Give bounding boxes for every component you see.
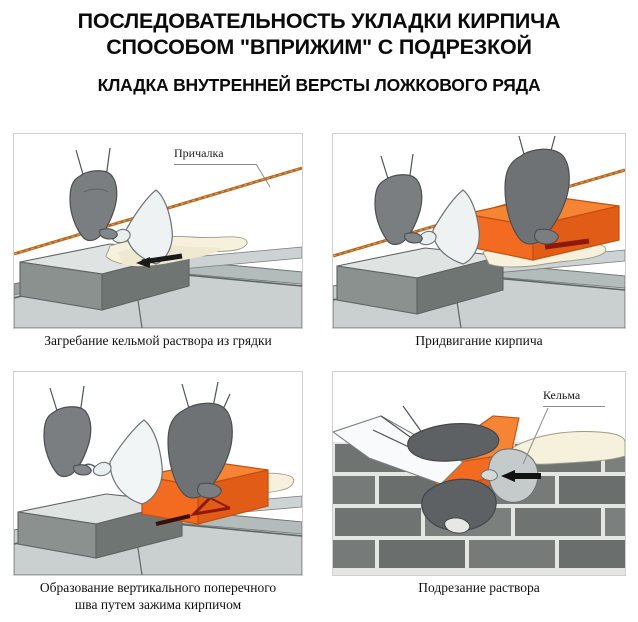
annotation-leader-line bbox=[522, 407, 549, 465]
illustration-trimming-mortar bbox=[333, 405, 625, 575]
direction-arrow-icon bbox=[136, 253, 183, 268]
gloved-hand-icon bbox=[43, 385, 92, 478]
direction-arrow-icon bbox=[544, 238, 590, 250]
gloved-hand-icon bbox=[421, 478, 497, 534]
panel-1-figure: Причалка bbox=[13, 133, 303, 329]
page-title: ПОСЛЕДОВАТЕЛЬНОСТЬ УКЛАДКИ КИРПИЧА СПОСО… bbox=[0, 8, 638, 96]
direction-arrow-icon bbox=[501, 470, 541, 482]
gloved-hand-icon bbox=[372, 405, 500, 462]
panel-3-caption-line-1: Образование вертикального поперечного bbox=[39, 580, 277, 595]
gloved-hand-icon bbox=[504, 135, 570, 245]
panel-1-caption: Загребание кельмой раствора из грядки bbox=[44, 333, 272, 348]
panel-2-caption: Придвигание кирпича bbox=[415, 333, 543, 348]
annotation-kelma: Кельма bbox=[543, 388, 581, 402]
panel-4-caption: Подрезание раствора bbox=[418, 580, 540, 595]
gloved-hand-icon bbox=[69, 147, 118, 242]
panel-1: Причалка Загребание кельмой раствора из … bbox=[13, 133, 303, 355]
trowel-icon bbox=[81, 419, 163, 505]
annotation-underline bbox=[543, 406, 605, 407]
panel-2: Придвигание кирпича bbox=[332, 133, 626, 355]
panel-3-caption-line-2: шва путем зажима кирпичом bbox=[74, 597, 242, 612]
annotation-leader-line bbox=[255, 163, 271, 188]
panel-3-figure bbox=[13, 371, 303, 576]
gray-brick-icon bbox=[19, 243, 190, 311]
trowel-icon bbox=[406, 189, 480, 265]
panel-4-figure: Кельма bbox=[332, 371, 626, 576]
gloved-hand-icon bbox=[167, 381, 233, 499]
illustration-pushing-brick bbox=[333, 135, 625, 328]
figure-grid: Причалка Загребание кельмой раствора из … bbox=[0, 133, 638, 622]
panel-3-caption: Образование вертикального поперечного шв… bbox=[13, 579, 303, 613]
title-line-1: ПОСЛЕДОВАТЕЛЬНОСТЬ УКЛАДКИ КИРПИЧА bbox=[77, 9, 561, 33]
panel-2-figure bbox=[332, 133, 626, 329]
annotation-prichalka: Причалка bbox=[174, 146, 224, 160]
direction-arrow-icon bbox=[155, 496, 231, 526]
title-line-2: СПОСОБОМ "ВПРИЖИМ" С ПОДРЕЗКОЙ bbox=[106, 35, 532, 59]
panel-4: Кельма Подрезание раствора bbox=[332, 371, 626, 613]
annotation-underline bbox=[174, 164, 256, 165]
gloved-hand-icon bbox=[374, 153, 423, 246]
illustration-scooping-mortar bbox=[14, 147, 302, 328]
illustration-vertical-joint bbox=[14, 381, 302, 575]
page-subtitle: КЛАДКА ВНУТРЕННЕЙ ВЕРСТЫ ЛОЖКОВОГО РЯДА bbox=[97, 75, 541, 95]
panel-3: Образование вертикального поперечного шв… bbox=[13, 371, 303, 613]
